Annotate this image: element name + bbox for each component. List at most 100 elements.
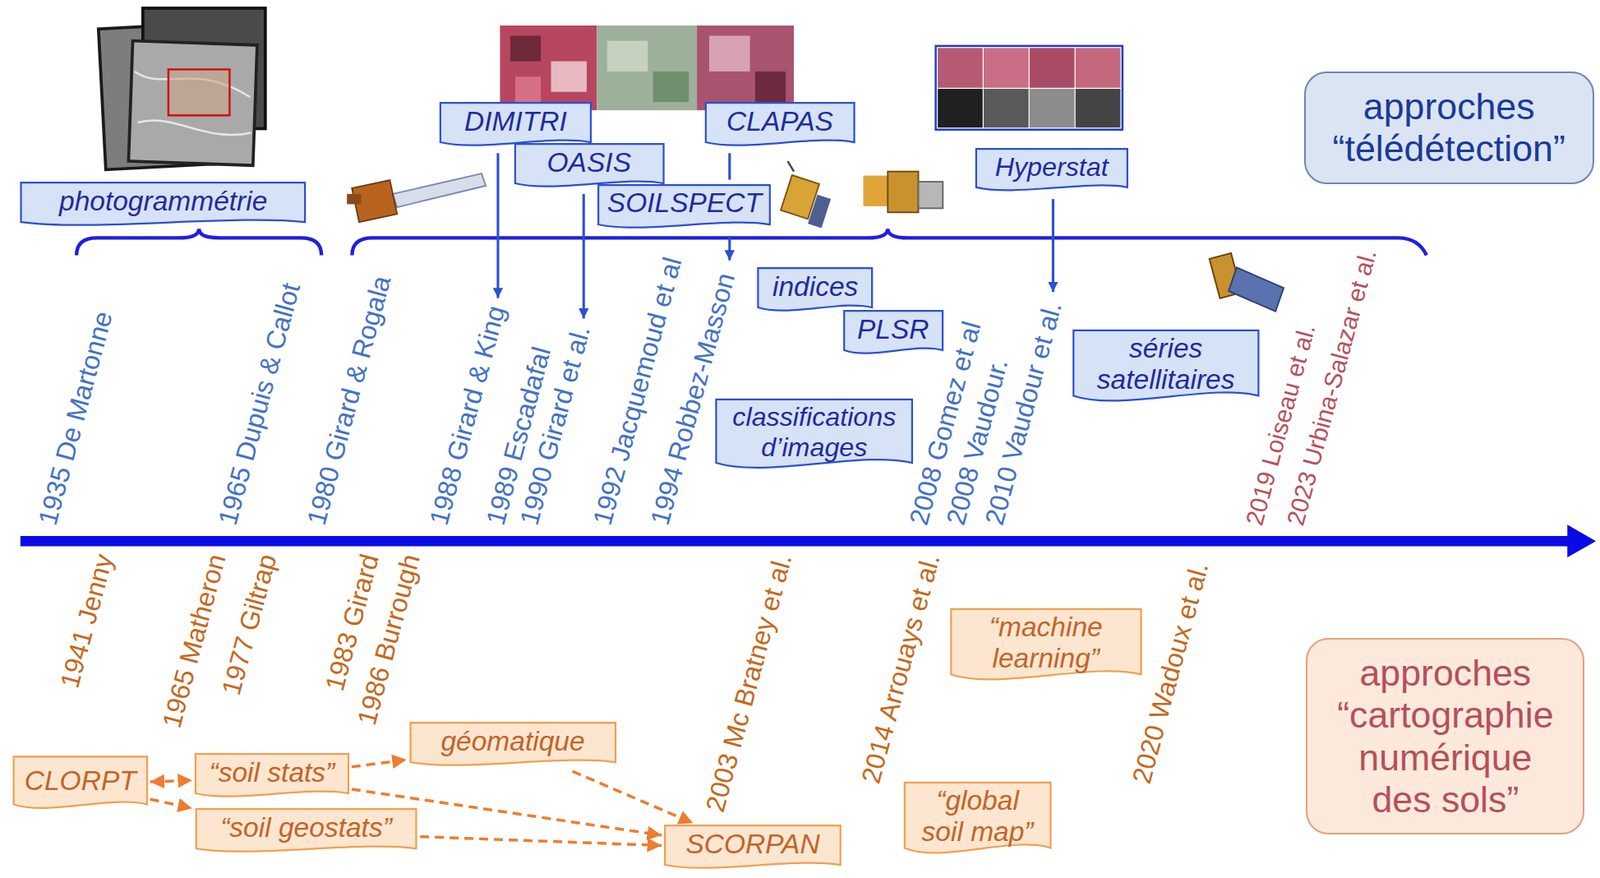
flag-shape xyxy=(410,722,616,766)
node-text: approches “télédétection” xyxy=(1319,85,1578,171)
flag-box: “global soil map” xyxy=(903,780,1052,861)
flag-box: SCORPAN xyxy=(663,824,843,872)
dashed-arrow xyxy=(572,770,694,823)
flag-box: SOILSPECT xyxy=(596,184,772,232)
flag-shape xyxy=(758,267,873,311)
timeline-label: 2003 Mc Bratney et al. xyxy=(700,551,798,816)
timeline-label: 1935 De Martonne xyxy=(32,308,118,528)
flag-shape xyxy=(716,399,913,468)
node-text: “machine learning” xyxy=(963,611,1128,675)
node-text: CLAPAS xyxy=(726,106,834,139)
satellite-image xyxy=(499,25,597,111)
image-tile xyxy=(1075,88,1121,128)
curly-bracket xyxy=(76,228,322,255)
node-text: DIMITRI xyxy=(464,106,568,139)
flag-box: CLORPT xyxy=(12,755,149,814)
flag-shape xyxy=(950,608,1141,680)
flag-box: “soil geostats” xyxy=(193,807,419,856)
flag-box: indices xyxy=(756,267,874,315)
solar-panel xyxy=(1228,267,1284,311)
node-text: “global soil map” xyxy=(918,784,1038,849)
leader-line xyxy=(728,152,731,180)
leader-arrow xyxy=(1051,198,1055,292)
solar-panel xyxy=(807,194,831,229)
node-text: PLSR xyxy=(857,313,930,346)
image-tile xyxy=(937,88,983,128)
image-patch xyxy=(607,41,649,72)
flag-box: CLAPAS xyxy=(704,101,856,150)
node-text: indices xyxy=(772,271,858,304)
photo-detail xyxy=(168,69,231,116)
satellite-image xyxy=(596,25,697,111)
node-text: SOILSPECT xyxy=(607,187,762,220)
flag-shape xyxy=(440,102,591,146)
flag-box: OASIS xyxy=(513,142,665,191)
image-tile xyxy=(983,88,1029,128)
solar-panel xyxy=(862,175,888,207)
satellite-image xyxy=(696,25,794,111)
leader-arrow xyxy=(728,235,731,261)
image-patch xyxy=(755,71,786,102)
node-text: séries satellitaires xyxy=(1086,332,1245,397)
timeline-label: 1980 Girard & Rogala xyxy=(302,272,397,529)
solar-panel xyxy=(918,181,944,208)
flag-shape xyxy=(514,143,664,187)
node-text: “soil stats” xyxy=(209,756,336,789)
node-text: “soil geostats” xyxy=(220,811,392,844)
image-patch xyxy=(653,71,689,102)
flag-shape xyxy=(904,782,1052,854)
flag-shape xyxy=(976,148,1128,190)
flag-box: géomatique xyxy=(408,721,618,770)
axis-arrow-head xyxy=(1567,524,1596,558)
image-patch xyxy=(551,61,587,93)
flag-box: séries satellitaires xyxy=(1071,328,1261,409)
dashed-arrow xyxy=(150,798,193,808)
node-text: photogrammétrie xyxy=(59,185,268,218)
image-patch xyxy=(709,35,751,71)
flag-shape xyxy=(599,184,771,228)
node-text: classifications d’images xyxy=(729,401,900,463)
leader-arrow xyxy=(582,193,586,319)
flag-box: DIMITRI xyxy=(438,101,593,150)
curly-bracket xyxy=(351,228,1427,255)
image-tile xyxy=(1075,47,1121,88)
rounded-box: approches “cartographie numérique des so… xyxy=(1305,637,1585,835)
flag-shape xyxy=(705,102,855,146)
flag-shape xyxy=(843,311,943,355)
node-text: géomatique xyxy=(440,725,585,758)
flag-shape xyxy=(1073,330,1259,402)
flag-box: PLSR xyxy=(843,309,944,358)
image-tile xyxy=(937,47,983,88)
flag-shape xyxy=(21,182,306,226)
flag-box: photogrammétrie xyxy=(18,181,309,230)
satellite-part xyxy=(346,193,361,204)
dashed-arrow xyxy=(351,759,407,767)
flag-box: classifications d’images xyxy=(714,397,914,475)
rounded-box: approches “télédétection” xyxy=(1304,71,1595,185)
flag-shape xyxy=(13,756,148,807)
image-frame xyxy=(936,46,1123,130)
time-axis xyxy=(20,535,1572,546)
flag-shape xyxy=(196,809,417,853)
image-tile xyxy=(983,47,1029,88)
node-text: CLORPT xyxy=(24,765,137,798)
leader-arrow xyxy=(496,152,499,298)
image-tile xyxy=(1029,88,1075,128)
node-text: SCORPAN xyxy=(685,828,820,861)
image-tile xyxy=(1029,47,1075,88)
timeline-label: 1941 Jenny xyxy=(55,551,120,692)
dashed-arrow xyxy=(419,836,662,846)
timeline-label: 2014 Arrouays et al. xyxy=(856,551,946,787)
flag-shape xyxy=(664,825,841,868)
antenna xyxy=(788,161,794,171)
satellite-body xyxy=(887,171,918,213)
dashed-arrow xyxy=(150,779,193,782)
flag-box: Hyperstat xyxy=(974,147,1130,195)
node-text: approches “cartographie numérique des so… xyxy=(1332,651,1559,821)
node-text: OASIS xyxy=(547,147,632,180)
aerial-photo xyxy=(128,41,258,166)
solar-panel xyxy=(392,173,486,208)
flag-box: “soil stats” xyxy=(193,752,351,801)
